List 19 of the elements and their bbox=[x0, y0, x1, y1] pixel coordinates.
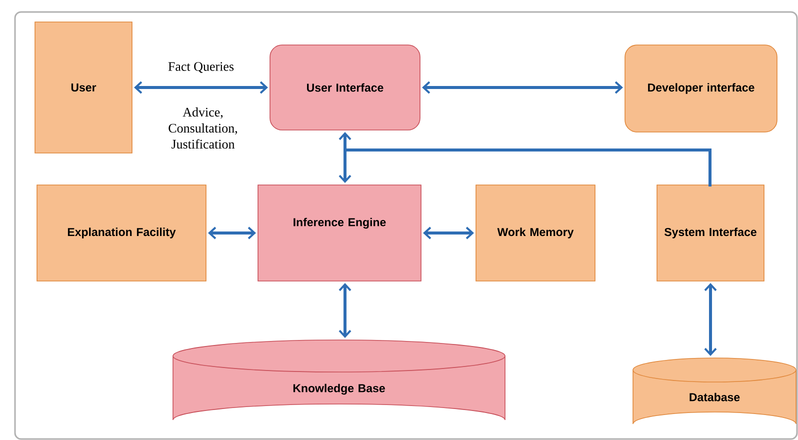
arrow bbox=[704, 283, 717, 356]
process-box: Inference Engine bbox=[258, 184, 422, 282]
rounded-box: Developer interface bbox=[624, 44, 778, 132]
arrow bbox=[208, 226, 256, 240]
edge-label: Fact Queries bbox=[168, 62, 234, 73]
process-box: Explanation Facility bbox=[36, 184, 206, 282]
rounded-box: User Interface bbox=[270, 44, 420, 130]
arrow bbox=[423, 226, 474, 240]
database-cylinder: Knowledge Base bbox=[172, 340, 506, 420]
arrow bbox=[338, 283, 352, 338]
database-cylinder: Database bbox=[632, 358, 796, 424]
process-box: User bbox=[34, 22, 132, 154]
arrow bbox=[338, 132, 352, 183]
process-box: Work Memory bbox=[476, 184, 596, 282]
arrow bbox=[134, 81, 268, 94]
note: Advice, Consultation, Justification bbox=[168, 107, 238, 149]
connector-line bbox=[344, 148, 712, 186]
arrow bbox=[422, 81, 623, 94]
process-box: System Interface bbox=[656, 184, 764, 282]
